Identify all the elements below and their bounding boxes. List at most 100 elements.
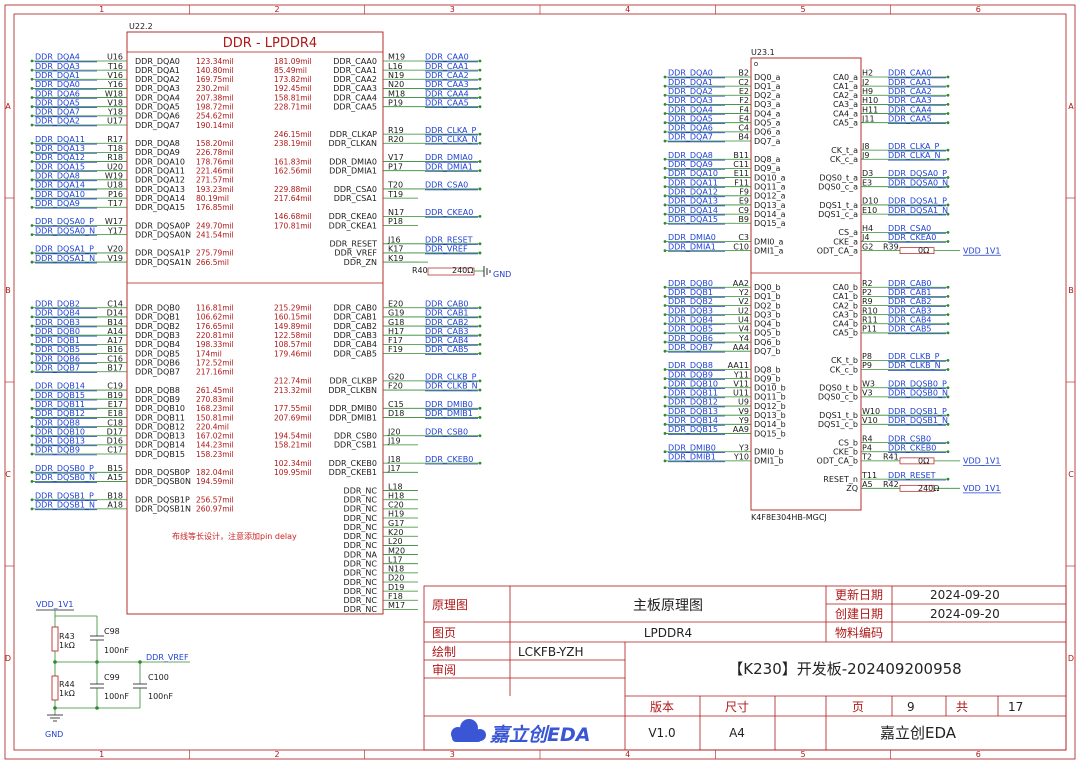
wire-end-dot: [30, 260, 34, 264]
u22-right-pin-number: R19: [388, 126, 404, 135]
u23-right-net-label: DDR_DQSB1_P: [888, 407, 947, 416]
wire-end-dot: [946, 322, 950, 326]
wire-end-dot: [663, 240, 667, 243]
u22-right-trace-length: 181.09mil: [274, 57, 312, 66]
wire-end-dot: [663, 377, 667, 381]
u23-left-net-label: DDR_DQB8: [668, 361, 713, 370]
wire-end-dot: [478, 379, 482, 383]
wire-end-dot: [663, 404, 667, 408]
u22-left-pin-name: DDR_DQB9: [135, 395, 180, 404]
u22-right-pin-number: P17: [388, 162, 403, 171]
wire-end-dot: [478, 105, 482, 109]
u22-right-pin-name: DDR_CKEB0: [329, 459, 377, 468]
u23-left-pin-name: DQ3_a: [754, 100, 781, 109]
u23-left-pin-name: DMI1_b: [754, 457, 784, 466]
u22-left-net-label: DDR_DQA1: [35, 71, 80, 80]
u23-right-net-label: DDR_CAA1: [888, 78, 932, 87]
u23-left-pin-number: C3: [738, 233, 749, 242]
u22-left-net-label: DDR_DQB2: [35, 299, 80, 308]
wire-end-dot: [30, 96, 34, 99]
wire-end-dot: [946, 121, 950, 125]
u23-left-net-label: DDR_DQB13: [668, 407, 718, 416]
u22-right-trace-length: 109.95mil: [274, 468, 312, 477]
wire-end-dot: [946, 203, 950, 207]
frame-col-label: 6: [976, 5, 981, 14]
u23-left-pin-name: DMI0_b: [754, 448, 784, 457]
u22-right-net-label: DDR_DMIA0: [425, 153, 473, 162]
wire-end-dot: [30, 196, 34, 200]
u22-right-pin-number: M18: [388, 89, 405, 98]
u23-left-pin-number: F4: [739, 105, 749, 114]
u22-left-pin-name: DDR_DQA8: [135, 139, 180, 148]
u22-left-trace-length: 144.23mil: [196, 441, 234, 450]
u23-left-pin-number: Y10: [733, 453, 749, 462]
u23-right-net-label: DDR_DQSB0_N: [888, 389, 948, 398]
u22-right-pin-number: N19: [388, 71, 404, 80]
u23-right-net-label: DDR_CAA5: [888, 114, 932, 123]
wire-end-dot: [946, 294, 950, 298]
u22-left-pin-number: U20: [107, 162, 123, 171]
u23-right-net-label: DDR_CLKB_N: [888, 361, 941, 370]
c100-value: 100nF: [148, 692, 173, 701]
wire-end-dot: [30, 224, 34, 227]
wire-end-dot: [478, 68, 482, 72]
u22-right-pin-number: M17: [388, 601, 405, 610]
wire-end-dot: [478, 352, 482, 355]
wire-end-dot: [30, 480, 34, 483]
u23-right-pin-name: DQS0_c_a: [818, 182, 858, 191]
u22-right-pin-number: F19: [388, 345, 403, 354]
u23-left-net-label: DDR_DQA0: [668, 69, 713, 78]
wire-end-dot: [478, 59, 482, 63]
u22-left-trace-length: 220.81mil: [196, 331, 234, 340]
frame-ticks: [5, 5, 1075, 759]
u22-left-net-label: DDR_DQB6: [35, 354, 80, 363]
u22-left-trace-length: 194.59mil: [196, 477, 234, 486]
u22-left-net-label: DDR_DQB14: [35, 382, 85, 391]
u23-right-pin-number: R2: [862, 279, 873, 288]
wire-end-dot: [946, 441, 950, 444]
wire-end-dot: [663, 368, 667, 371]
r40-zq-resistor: R40 240Ω GND: [412, 266, 511, 279]
u23-left-pin-number: B2: [738, 69, 749, 78]
u22-right-pin-name: DDR_CLKAP: [330, 130, 378, 139]
u23-left-pin-number: Y4: [738, 334, 749, 343]
u22-left-pin-name: DDR_DQSB1N: [135, 505, 191, 514]
u22-left-trace-length: 226.78mil: [196, 148, 234, 157]
u23-left-net-label: DDR_DQB10: [668, 379, 718, 388]
u22-right-pin-name: DDR_CAB1: [333, 313, 377, 322]
u22-left-pin-number: R17: [107, 135, 123, 144]
u22-right-pin-name: DDR_CSA1: [334, 194, 377, 203]
u22-right-pin-name: DDR_NC: [344, 541, 378, 550]
u22-right-pin-number: P18: [388, 217, 403, 226]
u22-left-pin-number: T18: [107, 144, 123, 153]
u23-left-pin-number: U9: [738, 398, 749, 407]
u23-left-pin-name: DQ12_a: [754, 192, 786, 201]
u23-right-pin-number: H9: [862, 87, 873, 96]
u23-left-pin-number: E2: [739, 87, 749, 96]
u22-left-pin-number: E18: [108, 409, 123, 418]
title-block-text: 原理图 主板原理图 更新日期 2024-09-20 创建日期 2024-09-2…: [432, 587, 1023, 746]
u23-left-net-label: DDR_DQB15: [668, 425, 718, 434]
u22-right-pin-number: G18: [388, 318, 404, 327]
u22-left-trace-length: 260.97mil: [196, 505, 234, 514]
u23-right-net-label: DDR_DQSA1_N: [888, 206, 948, 215]
u22-right-pin-name: DDR_DMIA1: [329, 166, 377, 175]
u23-right-pin-number: H11: [862, 105, 878, 114]
vref-net-label: DDR_VREF: [146, 653, 189, 662]
u22-right-net-label: DDR_CAA1: [425, 62, 469, 71]
u23-right-pin-number: H2: [862, 69, 873, 78]
u22-right-net-label: DDR_CAA4: [425, 89, 469, 98]
power-label: VDD_1V1: [963, 246, 1000, 255]
u22-left-pin-number: P16: [108, 190, 123, 199]
u23-right-net-label: DDR_CAA3: [888, 96, 932, 105]
u22-right-pin-number: J18: [387, 455, 401, 464]
u23-left-pin-name: DQ11_b: [754, 393, 786, 402]
u23-right-pin-name: DQS1_c_a: [818, 210, 858, 219]
resistor-ref: R42: [883, 480, 899, 489]
wire-end-dot: [30, 123, 34, 127]
u23-left-pin-number: Y3: [738, 443, 749, 452]
u22-right-net-label: DDR_CSB0: [425, 427, 468, 436]
resistor-ref: R41: [883, 453, 899, 462]
wire-end-dot: [663, 313, 667, 317]
u22-right-pin-number: M20: [388, 546, 405, 555]
